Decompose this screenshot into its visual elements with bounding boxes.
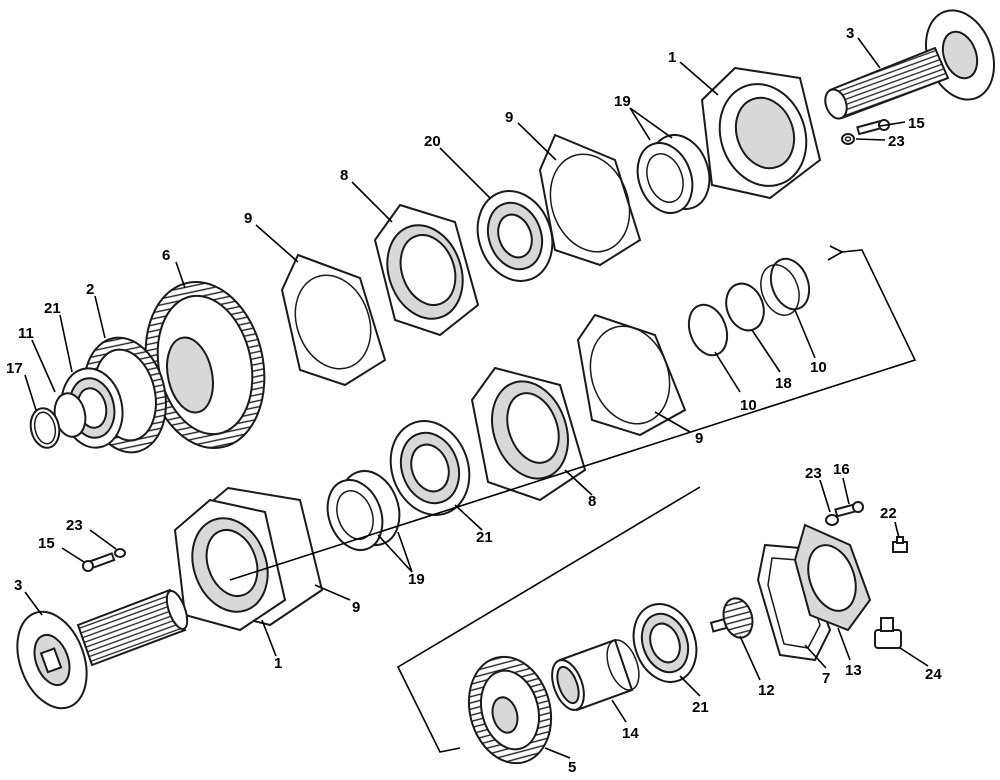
callout-1-bot: 1 xyxy=(274,655,282,672)
assembly-bracket-upper xyxy=(229,245,917,581)
leader-lines xyxy=(24,37,929,759)
callout-15-top: 15 xyxy=(908,115,925,132)
callout-10-b: 10 xyxy=(810,359,827,376)
callout-2: 2 xyxy=(86,281,94,298)
cover-1-bottom xyxy=(173,486,324,632)
gear-6 xyxy=(144,280,266,450)
assembly-bracket-lower xyxy=(396,486,701,753)
callout-21-bot: 21 xyxy=(692,699,709,716)
seal-19-top xyxy=(636,134,711,214)
bearing-20 xyxy=(476,190,554,282)
callout-23-top: 23 xyxy=(888,133,905,150)
callout-8-mid: 8 xyxy=(588,493,596,510)
circlip-17 xyxy=(29,407,61,449)
callout-10-a: 10 xyxy=(740,397,757,414)
callout-17: 17 xyxy=(6,360,23,377)
callout-9-left: 9 xyxy=(244,210,252,227)
gasket-9-left xyxy=(280,253,387,387)
callout-3-bot: 3 xyxy=(14,577,22,594)
callout-23-right: 23 xyxy=(805,465,822,482)
callout-18: 18 xyxy=(775,375,792,392)
callout-5: 5 xyxy=(568,759,576,776)
callout-6: 6 xyxy=(162,247,170,264)
cover-8-top xyxy=(373,203,480,337)
callout-22: 22 xyxy=(880,505,897,522)
bolt-15-top xyxy=(856,118,890,136)
callout-19-mid: 19 xyxy=(408,571,425,588)
callout-14: 14 xyxy=(622,725,639,742)
callout-21-left: 21 xyxy=(44,300,61,317)
gasket-9-top xyxy=(538,133,642,267)
callout-21-mid: 21 xyxy=(476,529,493,546)
cover-1-top xyxy=(700,66,822,200)
bushing-14 xyxy=(551,638,640,712)
shaft-flange-3-top xyxy=(824,9,995,120)
cover-13 xyxy=(793,523,872,632)
gasket-9-mid xyxy=(576,313,687,437)
washer-23-right xyxy=(825,514,839,526)
callout-19-top: 19 xyxy=(614,93,631,110)
callout-9-mid: 9 xyxy=(695,430,703,447)
washer-23-bottom xyxy=(114,548,126,558)
callout-7: 7 xyxy=(822,670,830,687)
callout-labels: 3 1 15 23 19 9 20 8 9 6 2 21 11 17 10 18… xyxy=(6,25,942,776)
callout-24: 24 xyxy=(925,666,942,683)
washer-23-top xyxy=(841,133,855,145)
callout-8-top: 8 xyxy=(340,167,348,184)
callout-11: 11 xyxy=(18,325,34,342)
callout-15-bot: 15 xyxy=(38,535,55,552)
callout-23-bot: 23 xyxy=(66,517,83,534)
seal-19-mid xyxy=(326,470,401,551)
gear-12 xyxy=(709,597,754,639)
callout-3-top: 3 xyxy=(846,25,854,42)
ring-10-right xyxy=(760,257,811,316)
callout-12: 12 xyxy=(758,682,775,699)
gear-5 xyxy=(467,655,553,765)
cover-8-mid xyxy=(470,366,587,502)
callout-9-bot: 9 xyxy=(352,599,360,616)
callout-9-top: 9 xyxy=(505,109,513,126)
callout-16: 16 xyxy=(833,461,850,478)
shaft-flange-3-bottom xyxy=(16,588,189,710)
breather-24 xyxy=(874,617,902,649)
plug-22 xyxy=(892,536,908,553)
callout-20: 20 xyxy=(424,133,441,150)
ring-18 xyxy=(725,282,765,332)
bolt-16 xyxy=(834,501,864,518)
bolt-15-bottom xyxy=(82,552,116,572)
callout-1-top: 1 xyxy=(668,49,676,66)
bearing-21-mid xyxy=(389,420,471,516)
bearing-21-bottom xyxy=(632,603,698,683)
callout-13: 13 xyxy=(845,662,862,679)
